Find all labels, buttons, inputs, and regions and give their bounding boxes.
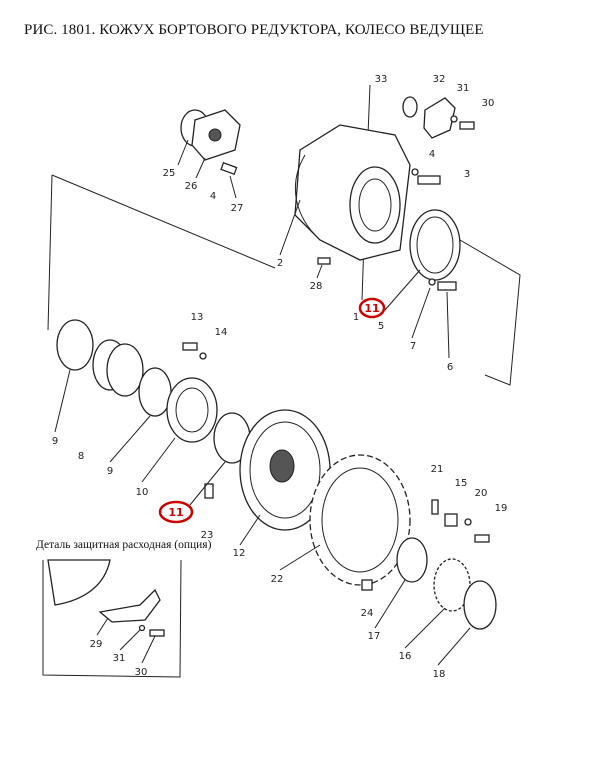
bolt-19 <box>474 534 490 543</box>
o-ring-33 <box>402 96 418 118</box>
figure-title: РИС. 1801. КОЖУХ БОРТОВОГО РЕДУКТОРА, КО… <box>24 22 484 38</box>
callout-12: 12 <box>233 548 246 559</box>
callout-6: 6 <box>447 362 453 373</box>
callout-30: 30 <box>482 98 495 109</box>
callout-27: 27 <box>231 203 244 214</box>
callout-30-inset: 30 <box>135 667 148 678</box>
callout-4b: 4 <box>210 191 216 202</box>
highlight-circle-11-top <box>358 297 386 319</box>
highlight-circle-11-bottom <box>158 500 194 524</box>
o-ring-17 <box>396 537 428 583</box>
inset-frame <box>42 559 182 678</box>
callout-28: 28 <box>310 281 323 292</box>
group-bracket-left-top <box>51 174 276 269</box>
callout-29: 29 <box>90 639 103 650</box>
washer-14 <box>199 352 207 360</box>
callout-10: 10 <box>136 487 149 498</box>
pin-21 <box>431 499 439 515</box>
washer-31-inset <box>138 624 146 632</box>
bolt-3 <box>417 175 441 185</box>
callout-32: 32 <box>433 74 446 85</box>
callout-11-bottom: 11 <box>168 506 183 519</box>
callout-23: 23 <box>201 530 214 541</box>
bolt-13 <box>182 342 198 351</box>
floating-seal-16 <box>433 558 471 612</box>
callout-19: 19 <box>495 503 508 514</box>
callout-9b: 9 <box>107 466 113 477</box>
callout-9a: 9 <box>52 436 58 447</box>
bolt-27 <box>220 161 238 175</box>
callout-13: 13 <box>191 312 204 323</box>
o-ring-9a <box>56 319 94 371</box>
hub-spline <box>269 449 295 483</box>
callout-31: 31 <box>457 83 470 94</box>
bolt-23 <box>204 483 214 499</box>
callout-20: 20 <box>475 488 488 499</box>
o-ring-18 <box>463 580 497 630</box>
callout-1: 1 <box>353 312 359 323</box>
callout-25: 25 <box>163 168 176 179</box>
plate-15 <box>444 513 458 527</box>
callout-16: 16 <box>399 651 412 662</box>
inset-title: Деталь защитная расходная (опция) <box>36 539 212 551</box>
callout-3: 3 <box>464 169 470 180</box>
o-ring-9b <box>138 367 172 417</box>
group-bracket-right <box>459 239 521 386</box>
washer-20 <box>464 518 472 526</box>
nut-10 <box>166 377 218 443</box>
callout-11-top: 11 <box>364 302 379 315</box>
callout-31-inset: 31 <box>113 653 126 664</box>
inset-hub-sector <box>47 559 111 606</box>
callout-8: 8 <box>78 451 84 462</box>
callout-5: 5 <box>378 321 384 332</box>
callout-33: 33 <box>375 74 388 85</box>
callout-18: 18 <box>433 669 446 680</box>
callout-14: 14 <box>215 327 228 338</box>
guard-29 <box>98 588 161 623</box>
washer-4 <box>411 168 419 176</box>
dowel-28 <box>317 257 331 265</box>
leader-lines <box>54 139 471 666</box>
callout-21: 21 <box>431 464 444 475</box>
cap-32 <box>423 97 456 139</box>
group-bracket-left <box>47 174 53 331</box>
bolt-6 <box>437 281 457 291</box>
housing-bore <box>349 166 401 244</box>
callout-7: 7 <box>410 341 416 352</box>
washer-7 <box>428 278 436 286</box>
callout-15: 15 <box>455 478 468 489</box>
bolt-30 <box>459 121 475 130</box>
sprocket-segment-22 <box>309 454 411 586</box>
washer-31 <box>450 115 458 123</box>
callout-22: 22 <box>271 574 284 585</box>
callout-2: 2 <box>277 258 283 269</box>
callout-17: 17 <box>368 631 381 642</box>
callout-24: 24 <box>361 608 374 619</box>
nut-24 <box>361 579 373 591</box>
seal-8b <box>106 343 144 397</box>
callout-4: 4 <box>429 149 435 160</box>
callout-26: 26 <box>185 181 198 192</box>
bolt-30-inset <box>149 629 165 637</box>
